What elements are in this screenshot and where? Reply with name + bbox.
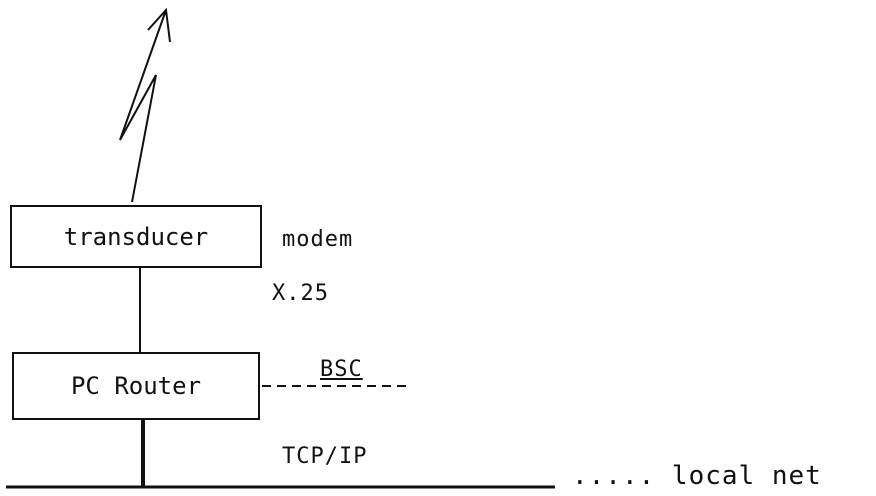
x25-label: X.25 xyxy=(272,281,329,306)
radio-link-bolt xyxy=(119,9,167,203)
modem-label: modem xyxy=(282,227,354,252)
transducer-box: transducer xyxy=(10,205,262,268)
bsc-label: BSC xyxy=(320,357,363,382)
tcpip-label: TCP/IP xyxy=(282,444,368,469)
transducer-label: transducer xyxy=(63,222,209,251)
pc-router-box: PC Router xyxy=(12,352,260,420)
radio-arrowhead xyxy=(147,7,171,43)
pc-router-label: PC Router xyxy=(70,372,202,400)
local-net-label: ..... local net xyxy=(572,461,822,491)
